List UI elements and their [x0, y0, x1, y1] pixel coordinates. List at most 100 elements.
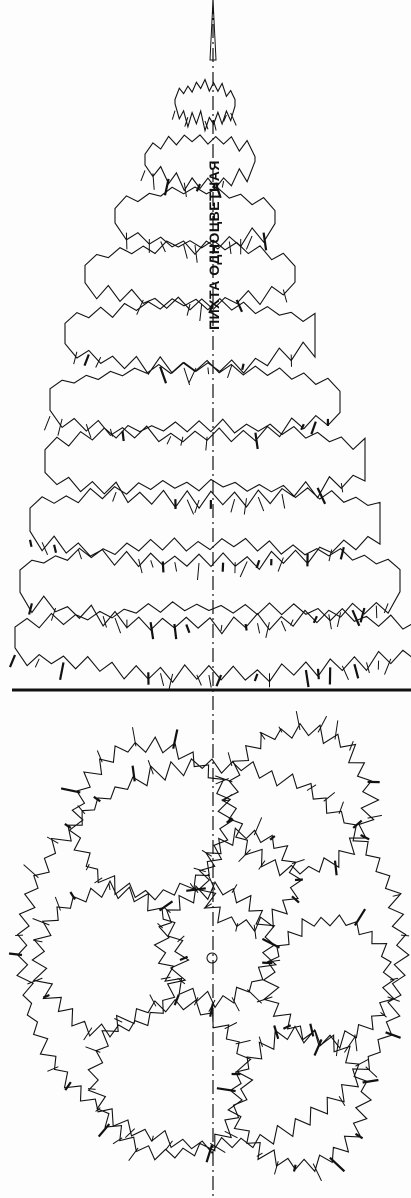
species-label: ПИХТА ОДНОЦВЕТНАЯ — [206, 160, 222, 330]
needle-tick — [163, 907, 171, 914]
needle-tick — [173, 623, 178, 640]
needle-tick — [64, 822, 72, 829]
needle-tick — [258, 860, 266, 870]
needle-tick — [165, 1140, 173, 1150]
needle-tick — [149, 994, 157, 1007]
needle-tick — [351, 609, 361, 627]
needle-tick — [280, 620, 287, 632]
needle-tick — [221, 180, 225, 188]
needle-tick — [132, 727, 137, 747]
needle-tick — [230, 498, 236, 513]
needle-tick — [253, 817, 263, 836]
needle-tick — [94, 877, 103, 884]
needle-tick — [273, 1025, 280, 1040]
needle-tick — [367, 814, 382, 819]
needle-tick — [172, 729, 179, 749]
needle-tick — [196, 674, 202, 686]
needle-tick — [323, 792, 336, 802]
needle-tick — [54, 896, 61, 911]
needle-tick — [300, 423, 305, 431]
needle-tick — [258, 1036, 263, 1048]
needle-tick — [380, 1012, 387, 1018]
needle-tick — [157, 923, 164, 929]
needle-tick — [365, 1066, 378, 1078]
needle-tick — [353, 663, 360, 679]
needle-tick — [208, 674, 212, 688]
canopy-cluster — [153, 880, 278, 1009]
needle-tick — [28, 603, 33, 615]
needle-tick — [329, 1156, 346, 1173]
needle-tick — [34, 658, 40, 668]
needle-tick — [158, 900, 174, 912]
needle-tick — [95, 356, 102, 368]
needle-tick — [349, 741, 354, 751]
needle-tick — [183, 244, 188, 259]
needle-tick — [23, 864, 39, 879]
branch-tier — [14, 601, 411, 684]
needle-tick — [254, 432, 259, 450]
branch-tier — [144, 134, 256, 192]
needle-tick — [253, 924, 257, 940]
branch-tier — [64, 297, 316, 376]
needle-tick — [28, 539, 33, 548]
needle-tick — [208, 999, 216, 1013]
needle-tick — [352, 819, 363, 829]
tree-plan-view — [8, 711, 410, 1182]
needle-tick — [152, 173, 155, 190]
canopy-cluster — [262, 914, 396, 1050]
needle-tick — [215, 777, 229, 785]
needle-tick — [140, 170, 146, 182]
needle-tick — [193, 997, 199, 1006]
needle-tick — [8, 654, 17, 668]
needle-tick — [186, 303, 191, 316]
needle-tick — [124, 1128, 136, 1139]
needle-tick — [188, 367, 197, 384]
needle-tick — [42, 993, 50, 999]
needle-tick — [114, 1018, 123, 1023]
needle-tick — [85, 424, 92, 438]
needle-tick — [168, 673, 174, 692]
needle-tick — [359, 607, 366, 623]
needle-tick — [186, 887, 206, 892]
needle-tick — [197, 562, 200, 581]
needle-tick — [149, 622, 155, 640]
needle-tick — [259, 731, 266, 740]
needle-tick — [387, 996, 400, 1002]
needle-tick — [183, 182, 187, 197]
needle-tick — [150, 560, 154, 568]
needle-tick — [309, 1023, 315, 1037]
canopy-cluster — [220, 722, 380, 877]
needle-tick — [184, 116, 189, 127]
canopy-cluster — [197, 827, 303, 933]
needle-tick — [339, 546, 345, 560]
needle-tick — [231, 884, 238, 893]
needle-tick — [215, 775, 233, 783]
needle-tick — [46, 836, 59, 844]
needle-tick — [205, 1144, 214, 1163]
needle-tick — [246, 989, 263, 1004]
needle-tick — [228, 241, 232, 255]
needle-tick — [360, 834, 370, 841]
needle-tick — [179, 955, 189, 962]
needle-tick — [214, 182, 222, 199]
needle-tick — [64, 1081, 72, 1091]
needle-tick — [203, 903, 212, 909]
needle-tick — [255, 559, 261, 569]
needle-tick — [108, 883, 111, 891]
branch-tier — [44, 418, 366, 510]
needle-tick — [223, 799, 231, 802]
needle-tick — [340, 483, 344, 493]
needle-tick — [27, 977, 43, 985]
needle-tick — [343, 1036, 356, 1053]
needle-tick — [199, 303, 203, 322]
needle-tick — [336, 612, 342, 628]
needle-tick — [353, 908, 367, 926]
needle-tick — [87, 1088, 96, 1090]
needle-tick — [183, 367, 191, 386]
needle-tick — [235, 1039, 251, 1045]
needle-tick — [173, 994, 180, 1006]
needle-tick — [207, 873, 216, 891]
needle-tick — [239, 561, 248, 578]
needle-tick — [269, 835, 276, 841]
